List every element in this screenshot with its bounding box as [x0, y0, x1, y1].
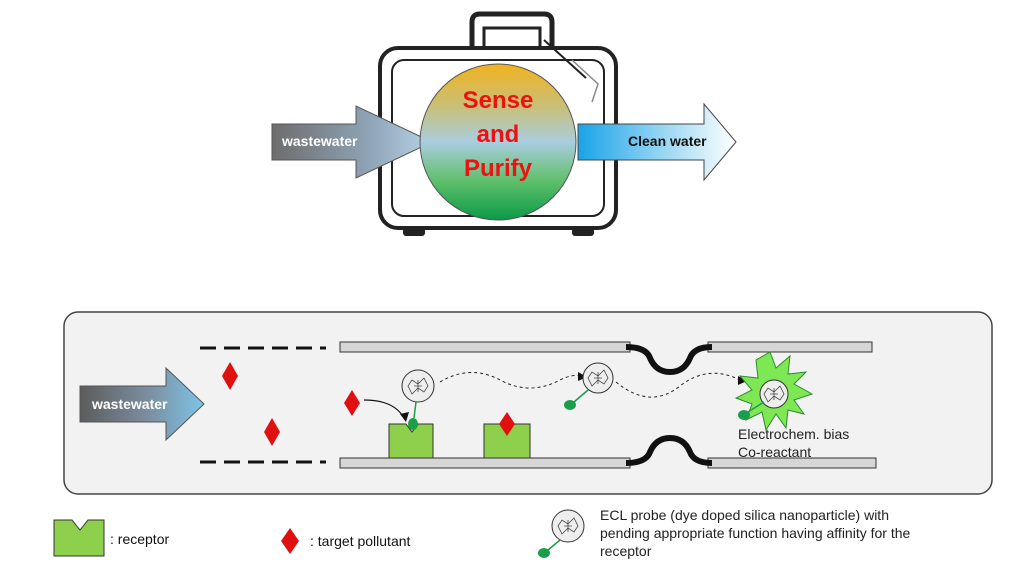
title-line: and [476, 121, 520, 148]
bound-pollutant [499, 412, 515, 436]
probe-text-line: pending appropriate function having affi… [600, 525, 911, 541]
legend-probe-icon [538, 509, 585, 558]
pollutant-diamond [344, 390, 360, 416]
legend-receptor-label: : receptor [110, 531, 170, 547]
top-wastewater-arrow [271, 105, 434, 179]
legend-pollutant-label: : target pollutant [310, 533, 411, 549]
channel-wall-bottom [339, 434, 877, 469]
sense-purify-circle [419, 63, 577, 221]
receptor [388, 423, 434, 459]
legend-probe-text: ECL probe (dye doped silica nanoparticle… [600, 506, 910, 560]
ecl-probe [401, 369, 435, 430]
panel-wastewater-label: wastewater [92, 396, 168, 412]
emitting-ecl-probe [734, 351, 814, 432]
title-line: Purify [463, 155, 532, 182]
probe-path [439, 371, 581, 389]
legend-receptor-icon [53, 519, 105, 557]
channel-wall-top [339, 341, 873, 376]
clean-water-label: Clean water [628, 133, 707, 149]
probe-text-line: ECL probe (dye doped silica nanoparticle… [600, 507, 889, 523]
pollutant-diamond [264, 418, 280, 446]
clean-water-arrow [577, 102, 737, 182]
ecl-probe [564, 362, 614, 410]
top-wastewater-label: wastewater [282, 133, 358, 149]
pollutant-diamond [222, 362, 238, 390]
legend-pollutant-icon [281, 528, 299, 554]
probe-text-line: receptor [600, 543, 652, 559]
probe-path [615, 372, 741, 398]
title-line: Sense [462, 87, 534, 114]
panel-wastewater-arrow [79, 366, 205, 442]
condition-electrochem-bias: Electrochem. bias [738, 426, 850, 442]
sense-and-purify-title: Sense and Purify [428, 84, 568, 186]
condition-co-reactant: Co-reactant [738, 444, 812, 460]
